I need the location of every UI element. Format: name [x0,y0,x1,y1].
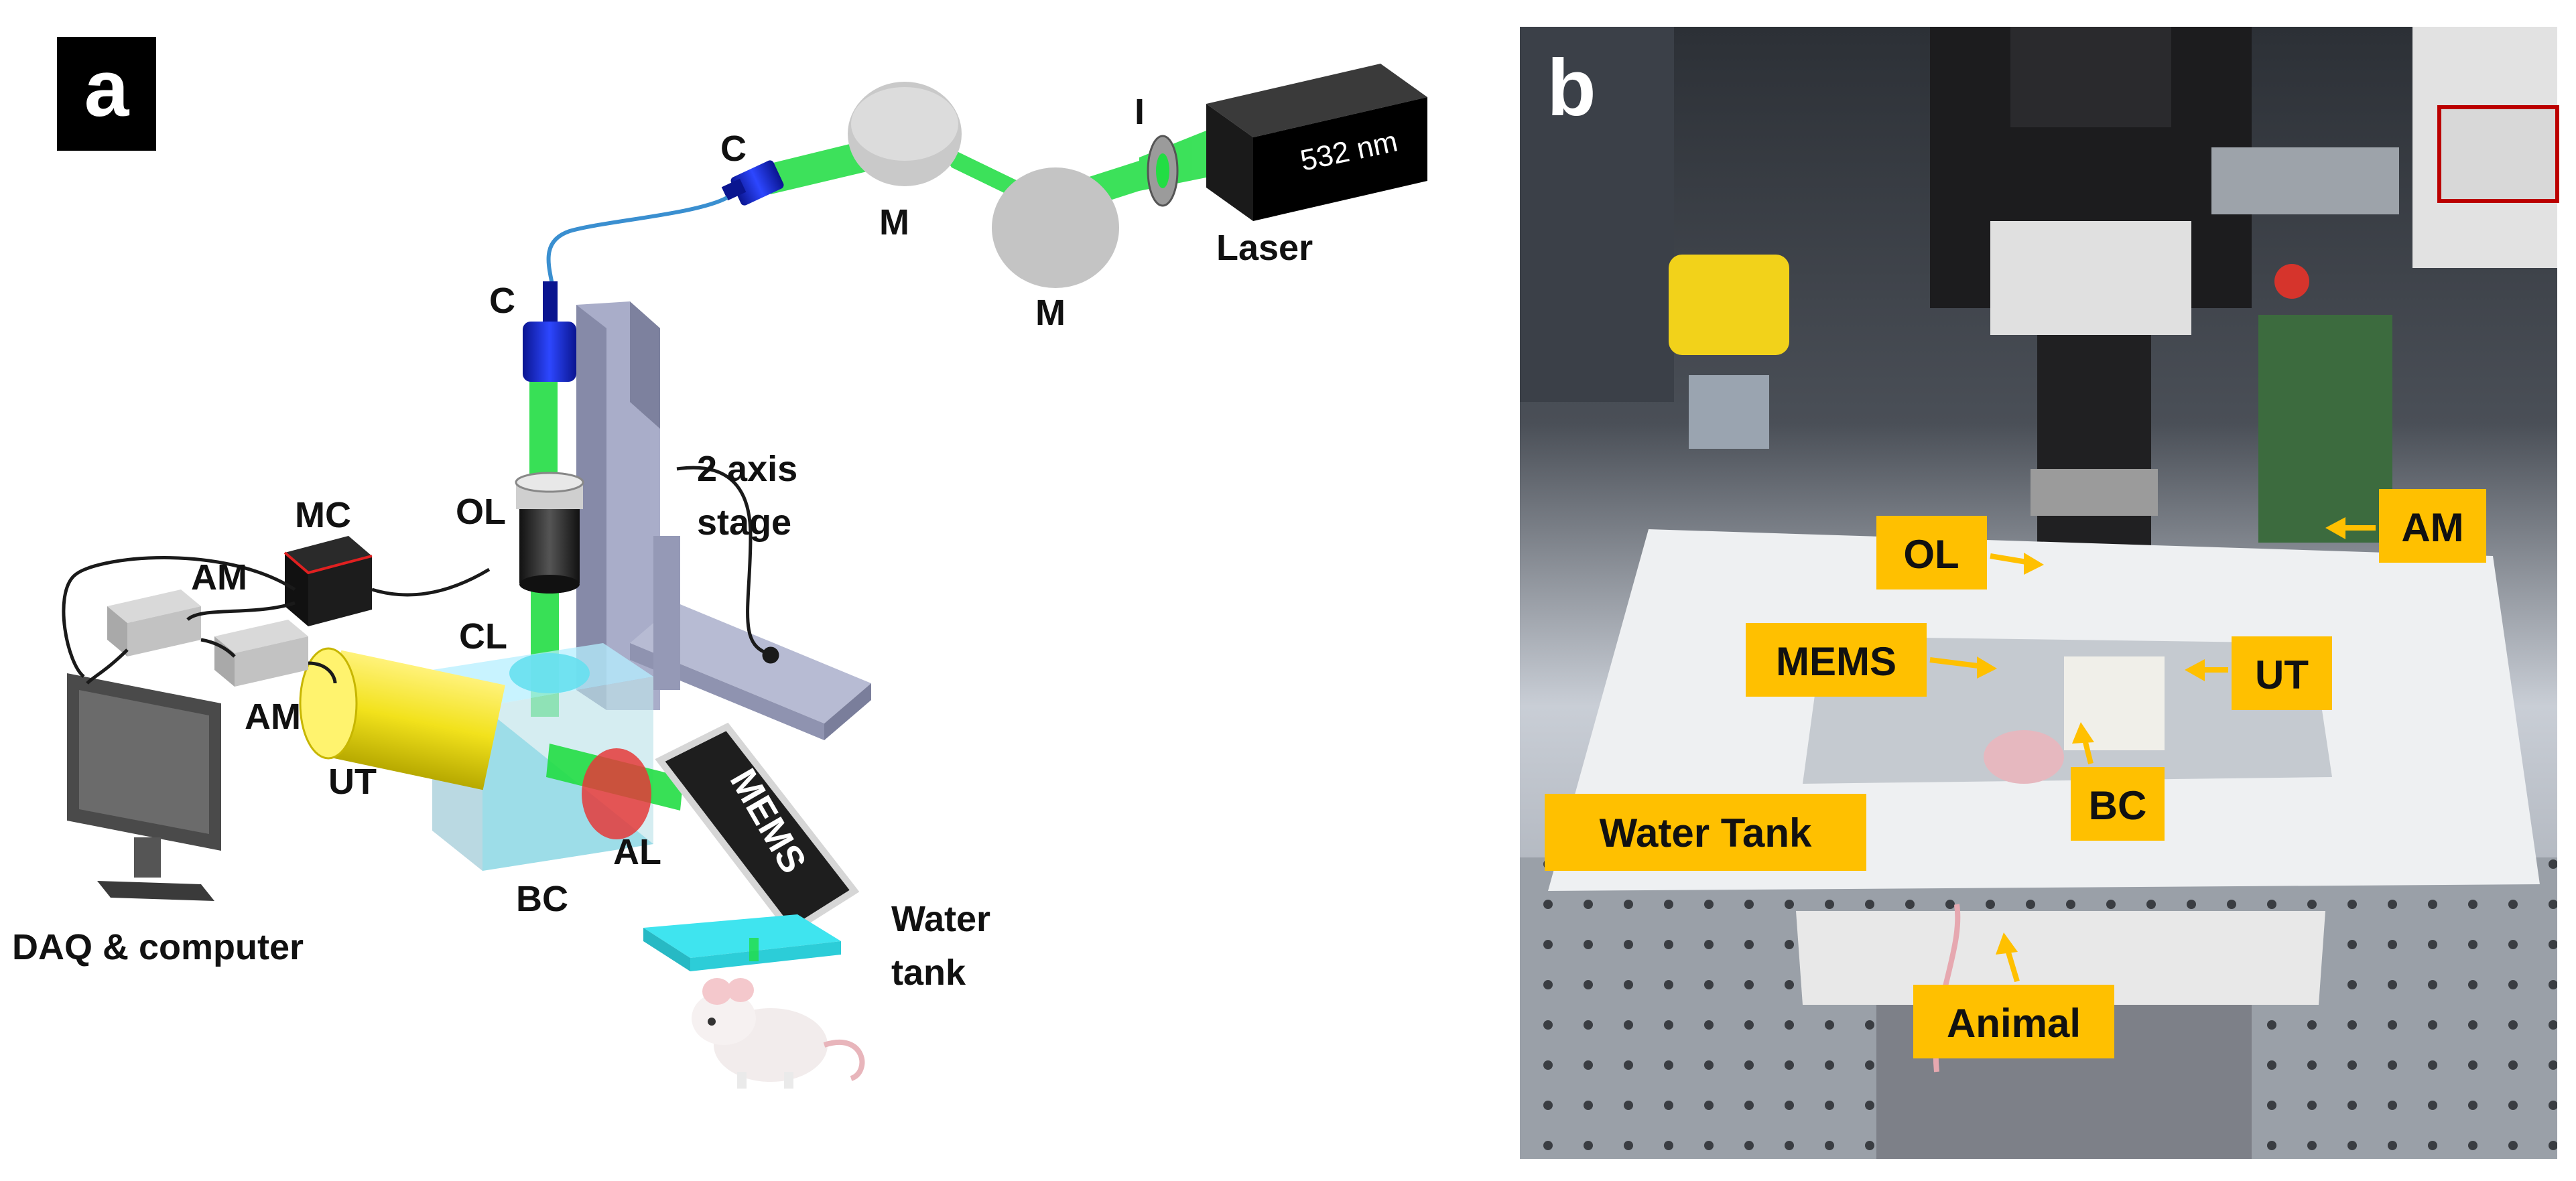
svg-text:UT: UT [2255,652,2309,697]
svg-text:Animal: Animal [1947,1001,2081,1046]
label-transducer: UT [328,762,377,802]
laser-beam [754,124,1206,221]
objective-lens [515,472,584,594]
panel-b: b OL AM MEMS UT [1520,27,2559,1159]
amplifier-1 [107,589,201,656]
label-collimating-lens: CL [459,616,507,656]
tag-ut: UT [2185,636,2332,710]
ultrasound-transducer [299,647,505,790]
label-acoustic-lens: AL [613,832,661,872]
label-water-tank-2: tank [891,953,966,993]
coupler-top [721,160,784,206]
water-tank [643,914,841,971]
photo-tags: OL AM MEMS UT [1545,489,2486,1058]
tag-mems: MEMS [1746,623,1997,697]
label-beam-combiner: BC [516,879,568,919]
photo-animal-holder [1796,911,2325,1005]
label-coupler-top: C [720,129,747,169]
svg-text:AM: AM [2401,505,2463,550]
label-amplifier-2: AM [245,697,301,737]
label-amplifier-1: AM [191,557,247,598]
label-daq: DAQ & computer [12,927,304,967]
tag-am: AM [2325,489,2486,563]
label-motor-controller: MC [295,495,351,535]
label-stage-1: 2 axis [697,449,797,489]
svg-text:Water Tank: Water Tank [1600,811,1812,855]
tag-animal: Animal [1913,932,2114,1058]
computer [67,673,221,901]
tag-bc: BC [2071,722,2165,841]
mems-mirror: MEMS [655,722,860,936]
label-mirror-2: M [1035,293,1066,333]
tag-water-tank: Water Tank [1545,794,1866,871]
mouse [692,978,865,1089]
label-objective: OL [456,492,506,532]
label-laser: Laser [1216,228,1313,268]
coupler-mid [523,281,576,382]
panel-a: a 532 nm [12,37,1427,1089]
tag-ol: OL [1876,516,2044,589]
label-mirror-1: M [879,202,909,242]
iris [1147,135,1179,207]
svg-text:MEMS: MEMS [1776,639,1896,684]
optical-fiber [546,196,728,289]
mirror-2 [992,167,1119,288]
collimating-lens [509,653,590,693]
label-coupler-mid: C [489,281,515,321]
panel-a-letter-box [57,37,156,151]
panel-a-letter: a [84,44,130,133]
motor-controller [283,536,373,626]
label-water-tank-1: Water [891,899,990,939]
label-stage-2: stage [697,502,791,543]
label-iris: I [1135,92,1145,132]
svg-text:BC: BC [2089,783,2147,828]
panel-a-labels: Laser I M M C C OL 2 axis stage MC AM AM… [12,92,1313,993]
laser: 532 nm [1206,64,1427,221]
two-axis-stage [576,301,871,740]
svg-text:OL: OL [1903,532,1959,577]
amplifier-2 [214,620,308,687]
cables [62,466,779,685]
acoustic-lens [582,748,651,839]
mirror-1 [848,82,962,186]
panel-b-letter: b [1547,43,1596,133]
